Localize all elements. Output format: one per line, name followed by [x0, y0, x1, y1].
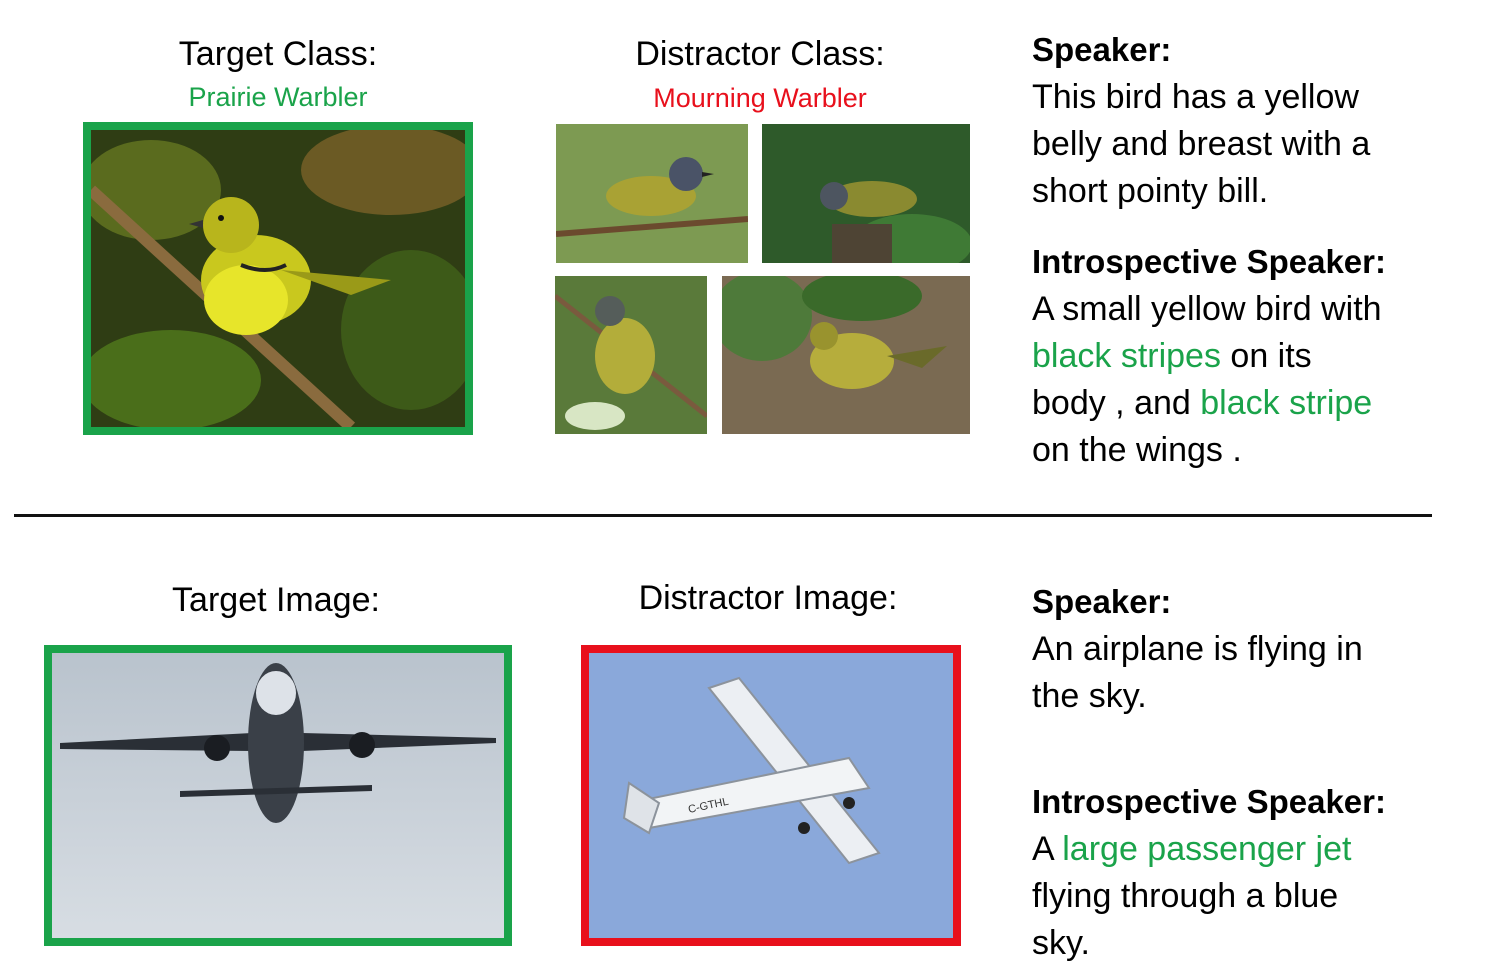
intro-line: black stripes on its: [1032, 333, 1382, 380]
target-bird-image: [83, 122, 473, 435]
intro-line: flying through a blue: [1032, 877, 1339, 915]
target-image-heading: Target Image:: [172, 581, 380, 619]
intro-line: A small yellow bird with: [1032, 290, 1382, 328]
intro-text: on its: [1220, 337, 1312, 375]
distractor-bird-image-3: [555, 276, 707, 434]
intro-line: on the wings .: [1032, 431, 1242, 469]
speaker-line: belly and breast with a: [1032, 125, 1371, 163]
introspective-text-top: A small yellow bird with black stripes o…: [1032, 286, 1382, 474]
speaker-text-bottom: An airplane is flying in the sky.: [1032, 626, 1363, 720]
distractor-class-name: Mourning Warbler: [653, 83, 867, 113]
target-class-name: Prairie Warbler: [188, 82, 368, 112]
speaker-label-top: Speaker:: [1032, 31, 1172, 68]
distractor-bird-image-1: [556, 124, 748, 263]
distractor-bird-image-2: [762, 124, 970, 263]
introspective-label-bottom: Introspective Speaker:: [1032, 783, 1386, 820]
section-divider: [14, 514, 1432, 517]
intro-line: sky.: [1032, 924, 1090, 962]
speaker-line: the sky.: [1032, 677, 1147, 715]
speaker-label-bottom: Speaker:: [1032, 583, 1172, 620]
distractor-airplane-image: C-GTHL: [581, 645, 961, 946]
distractor-image-heading: Distractor Image:: [638, 579, 898, 617]
introspective-text-bottom: A large passenger jet flying through a b…: [1032, 826, 1351, 967]
intro-text: body , and: [1032, 384, 1201, 422]
distractor-bird-image-4: [722, 276, 970, 434]
distractor-class-heading: Distractor Class:: [635, 35, 885, 73]
target-class-heading: Target Class:: [178, 35, 378, 73]
speaker-line: This bird has a yellow: [1032, 78, 1359, 116]
intro-line: A large passenger jet: [1032, 826, 1351, 873]
intro-line: body , and black stripe: [1032, 380, 1382, 427]
speaker-text-top: This bird has a yellow belly and breast …: [1032, 74, 1370, 215]
target-airplane-image: [44, 645, 512, 946]
highlight-phrase: black stripe: [1200, 384, 1373, 422]
speaker-line: short pointy bill.: [1032, 172, 1269, 210]
intro-text: A: [1032, 830, 1063, 868]
speaker-line: An airplane is flying in: [1032, 630, 1363, 668]
highlight-phrase: large passenger jet: [1062, 830, 1352, 868]
highlight-phrase: black stripes: [1032, 337, 1221, 375]
introspective-label-top: Introspective Speaker:: [1032, 243, 1386, 280]
